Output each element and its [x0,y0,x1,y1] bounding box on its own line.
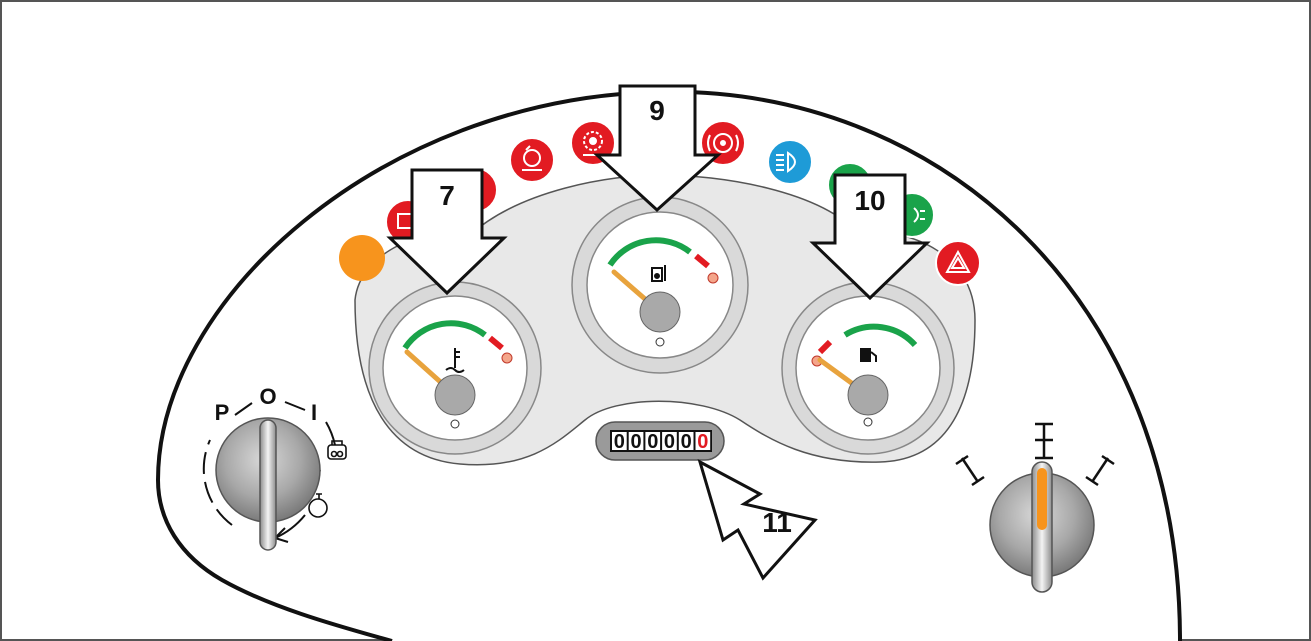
engine-start-icon [308,493,328,518]
two-wheel-drive-icon-right [1085,454,1115,487]
hour-meter-digit: 0 [647,431,658,453]
hour-meter-digit-cell [645,432,661,450]
gauge-hub [847,374,889,416]
drive-selector-switch [955,422,1115,593]
oil-temperature-gauge [571,196,749,374]
callout-10: 10 [809,173,931,301]
hazard-lamp [935,240,981,286]
preheat-icon [327,440,347,460]
ignition-position-i: I [311,400,317,425]
callout-11: 11 [697,458,818,581]
hour-meter-digit: 0 [681,431,692,453]
air-filter-icon [522,145,542,171]
callout-10-label: 10 [854,185,885,216]
gauge-hub [639,291,681,333]
hour-meter-digit: 0 [630,431,641,453]
gauge-hub [434,374,476,416]
hour-meter-digit-cell [612,432,627,450]
ignition-position-p: P [215,400,230,425]
fuel-level-gauge [781,281,955,455]
four-wheel-drive-icon [1035,422,1053,460]
amber-lamp [339,235,385,281]
hour-meter-digit-cell [662,432,677,450]
hour-meter-digit-cell [695,432,711,450]
hour-meter-digit-cell [678,432,694,450]
two-wheel-drive-icon-left [955,454,985,487]
oil-temperature-icon [651,265,666,282]
hour-meter-digit: 0 [614,431,625,453]
callout-9: 9 [593,84,722,213]
callout-11-label: 11 [762,507,792,538]
high-beam-lamp [767,139,813,185]
high-beam-icon [776,151,796,173]
coolant-temperature-gauge [368,281,542,455]
ignition-switch: P O I [202,384,347,551]
hour-meter-digit: 0 [697,431,708,453]
brake-icon [707,133,739,153]
air-filter-lamp [509,137,555,183]
callout-7-label: 7 [439,180,455,211]
hour-meter-digit: 0 [664,431,675,453]
callout-7: 7 [386,168,508,296]
ignition-position-o: O [259,384,276,409]
callout-9-label: 9 [649,95,665,126]
hazard-triangle-icon [945,249,971,273]
fuel-pump-icon [860,348,877,362]
ignition-key-lever[interactable] [259,419,277,551]
drive-selector-indicator [1037,468,1047,530]
coolant-temperature-icon [445,348,465,373]
hour-meter-digit-cell [628,432,644,450]
